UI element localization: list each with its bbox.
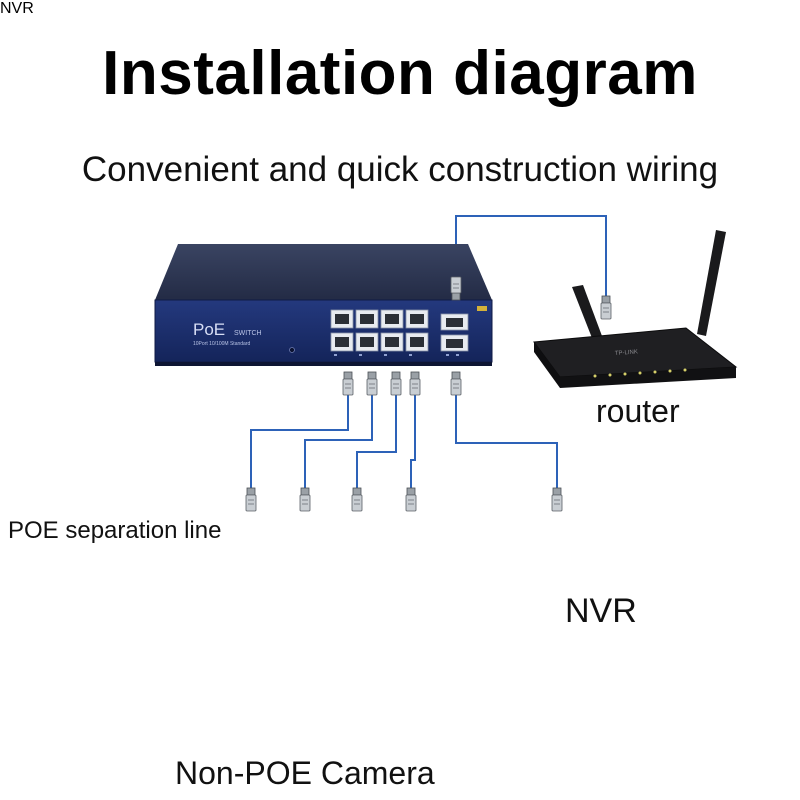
poe-switch-icon: PoE SWITCH 10Port 10/100M Standard xyxy=(154,244,493,366)
router-label: router xyxy=(596,393,680,429)
cable-port-3 xyxy=(356,395,397,488)
switch-brand: PoE xyxy=(193,320,225,339)
cable-port-1 xyxy=(250,395,349,488)
nvr-label: NVR xyxy=(565,592,637,630)
cable-port-2 xyxy=(304,395,373,488)
switch-model: SWITCH xyxy=(234,330,262,337)
router-icon: TP-LINK xyxy=(533,230,738,388)
cable-port-4 xyxy=(410,395,416,488)
camera-label: Non-POE Camera xyxy=(175,755,435,791)
separation-line-label: POE separation line xyxy=(8,517,222,544)
router-brand: TP-LINK xyxy=(615,349,638,357)
switch-spec: 10Port 10/100M Standard xyxy=(193,341,250,347)
nvr-icon: NVR xyxy=(0,0,34,17)
page-title: Installation diagram xyxy=(102,39,698,108)
nvr-brand: NVR xyxy=(0,0,34,17)
cable-switch-nvr xyxy=(455,395,558,488)
page-subtitle: Convenient and quick construction wiring xyxy=(81,150,719,189)
